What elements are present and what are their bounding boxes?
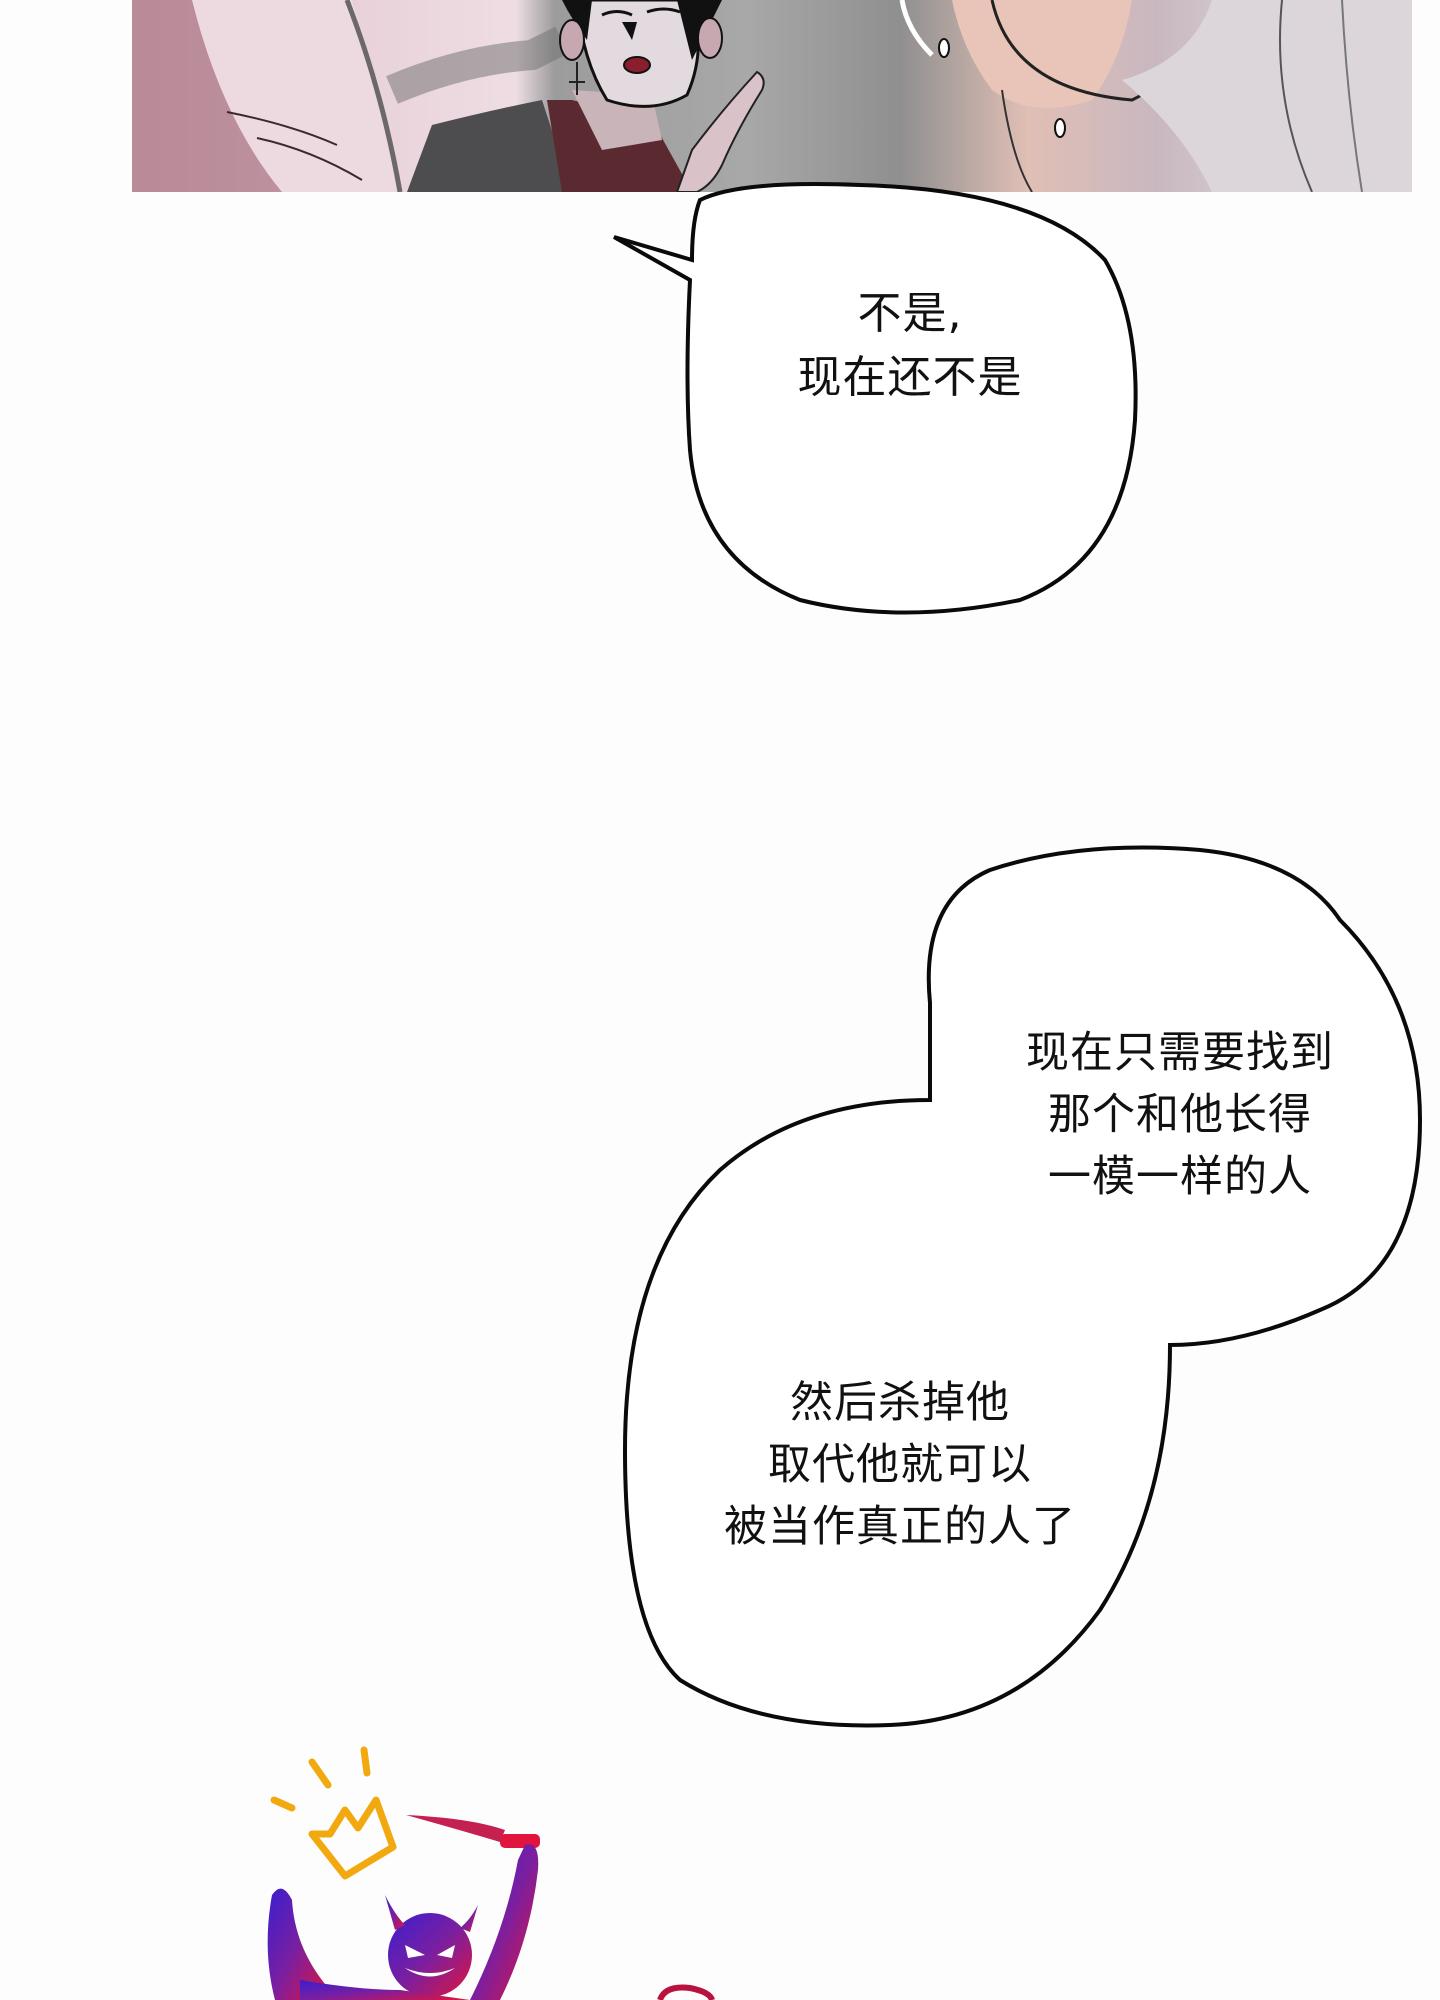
- bubble-2-top-line-2: 那个和他长得: [1048, 1090, 1312, 1140]
- comic-panel-top: [132, 0, 1412, 192]
- bubble-2-top-line-3: 一模一样的人: [1048, 1152, 1312, 1202]
- bubble-2-bottom-line-3: 被当作真正的人了: [724, 1502, 1076, 1552]
- crown-icon: [270, 1746, 397, 1880]
- speech-bubble-2-bottom-text: 然后杀掉他 取代他就可以 被当作真正的人了: [660, 1372, 1140, 1558]
- knife-icon: [406, 1815, 540, 1848]
- bubble-2-top-line-1: 现在只需要找到: [1026, 1028, 1334, 1078]
- panel-artwork: [132, 0, 1412, 192]
- devil-face: [405, 1945, 455, 1977]
- red-scribble: [657, 1984, 715, 2000]
- speech-bubble-2-top-text: 现在只需要找到 那个和他长得 一模一样的人: [970, 1022, 1390, 1208]
- bubble-1-line-2: 现在还不是: [797, 352, 1023, 403]
- bubble-2-bottom-line-2: 取代他就可以: [768, 1440, 1032, 1490]
- speech-bubble-1: 不是, 现在还不是: [720, 282, 1100, 410]
- bubble-1-line-1: 不是,: [857, 288, 963, 339]
- bubble-2-bottom-line-1: 然后杀掉他: [790, 1378, 1010, 1428]
- devil-figure: [267, 1844, 539, 2000]
